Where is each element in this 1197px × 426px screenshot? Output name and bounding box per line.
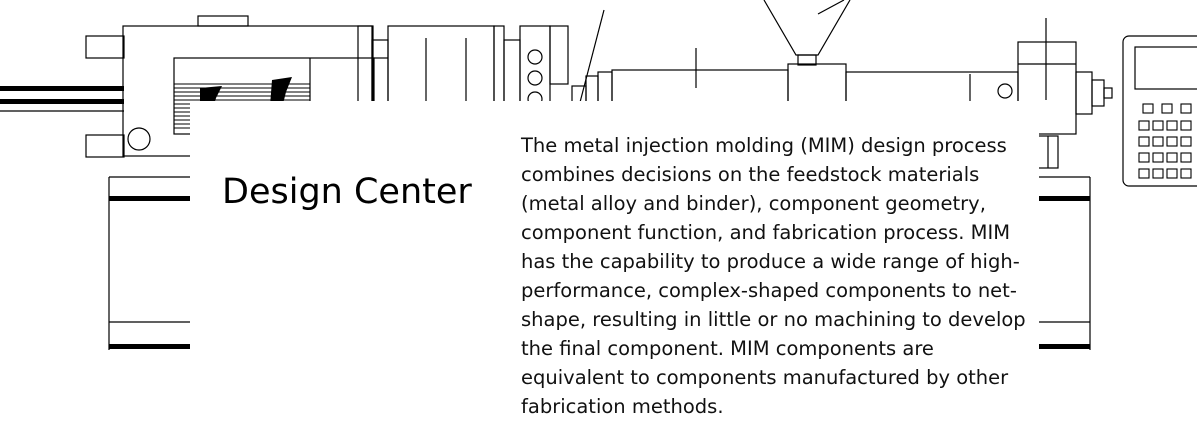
- control-panel-icon: [1122, 35, 1197, 187]
- content-panel: [190, 101, 1039, 426]
- machine-base-right: [1030, 135, 1091, 350]
- tie-bars: [0, 86, 124, 112]
- keypad-icon: [1138, 103, 1192, 179]
- page-title: Design Center: [222, 172, 472, 212]
- machine-base-left: [108, 176, 200, 350]
- intro-paragraph: The metal injection molding (MIM) design…: [521, 134, 1026, 418]
- screen-icon: [1134, 46, 1197, 90]
- hopper-icon: [763, 0, 851, 56]
